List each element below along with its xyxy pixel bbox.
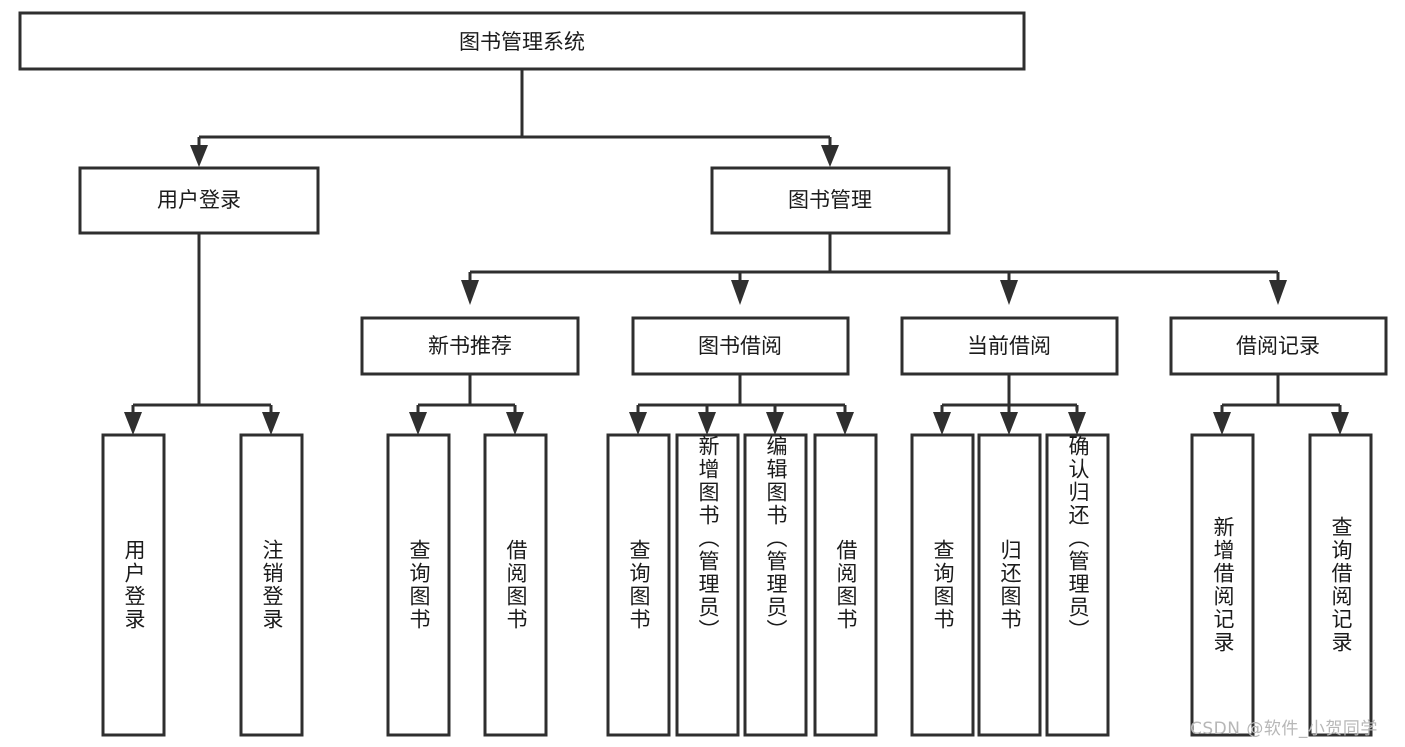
arrow-head-user-login-1 [124, 412, 142, 435]
node-leaf-return-book-box[interactable] [977, 433, 1042, 737]
node-root-label: 图书管理系统 [459, 30, 585, 54]
arrow-head-bm-3 [1000, 280, 1018, 305]
arrow-head-bb-3 [766, 412, 784, 435]
node-leaf-query-book-3-box[interactable] [910, 433, 975, 737]
arrow-head-root-1 [190, 145, 208, 167]
arrow-head-bm-4 [1269, 280, 1287, 305]
connector-root-to-level2 [190, 69, 839, 167]
node-current-borrow-label: 当前借阅 [967, 334, 1051, 358]
node-leaf-borrow-book-2-box[interactable] [813, 433, 878, 737]
node-leaf-add-book-box[interactable] [675, 433, 740, 737]
node-borrow-record-box[interactable] [1169, 316, 1388, 376]
csdn-watermark: CSDN @软件_小贺同学 [1190, 719, 1378, 739]
node-user-login[interactable]: 用户登录 [78, 166, 320, 235]
arrow-head-bb-2 [698, 412, 716, 435]
arrow-head-cb-3 [1068, 412, 1086, 435]
node-borrow-record[interactable]: 借阅记录 [1169, 316, 1388, 376]
arrow-head-nbr-2 [506, 412, 524, 435]
arrow-head-bm-2 [731, 280, 749, 305]
arrow-head-cb-1 [933, 412, 951, 435]
node-book-management-label: 图书管理 [788, 188, 872, 212]
node-leaf-add-record-box[interactable] [1190, 433, 1255, 737]
node-book-borrow-label: 图书借阅 [698, 334, 782, 358]
connector-new-book-recommend-to-children [409, 374, 524, 435]
arrow-head-br-1 [1213, 412, 1231, 435]
arrow-head-bb-1 [629, 412, 647, 435]
connector-user-login-to-children [124, 233, 280, 435]
node-root-box[interactable] [18, 11, 1026, 71]
node-user-login-label: 用户登录 [157, 188, 241, 212]
connector-borrow-record-to-children [1213, 374, 1349, 435]
arrow-head-cb-2 [1000, 412, 1018, 435]
node-leaf-query-book-2-box[interactable] [606, 433, 671, 737]
arrow-head-root-2 [821, 145, 839, 167]
arrow-head-bb-4 [836, 412, 854, 435]
arrow-head-bm-1 [461, 280, 479, 305]
node-leaf-query-book-1-box[interactable] [386, 433, 451, 737]
node-leaf-user-login-box[interactable] [101, 433, 166, 737]
node-leaf-borrow-book-1-box[interactable] [483, 433, 548, 737]
node-book-borrow-box[interactable] [631, 316, 850, 376]
node-book-management-box[interactable] [710, 166, 951, 235]
node-leaf-query-record-box[interactable] [1308, 433, 1373, 737]
node-book-management[interactable]: 图书管理 [710, 166, 951, 235]
node-leaf-edit-book-box[interactable] [743, 433, 808, 737]
node-root[interactable]: 图书管理系统 [18, 11, 1026, 71]
node-current-borrow-box[interactable] [900, 316, 1119, 376]
connector-book-borrow-to-children [629, 374, 854, 435]
node-borrow-record-label: 借阅记录 [1236, 334, 1320, 358]
node-new-book-recommend-box[interactable] [360, 316, 580, 376]
node-new-book-recommend[interactable]: 新书推荐 [360, 316, 580, 376]
arrow-head-nbr-1 [409, 412, 427, 435]
node-leaf-logout-box[interactable] [239, 433, 304, 737]
node-new-book-recommend-label: 新书推荐 [428, 334, 512, 358]
connector-book-management-to-level3 [461, 233, 1287, 305]
node-book-borrow[interactable]: 图书借阅 [631, 316, 850, 376]
arrow-head-user-login-2 [262, 412, 280, 435]
arrow-head-br-2 [1331, 412, 1349, 435]
node-leaf-confirm-return-box[interactable] [1045, 433, 1110, 737]
connector-current-borrow-to-children [933, 374, 1086, 435]
node-current-borrow[interactable]: 当前借阅 [900, 316, 1119, 376]
